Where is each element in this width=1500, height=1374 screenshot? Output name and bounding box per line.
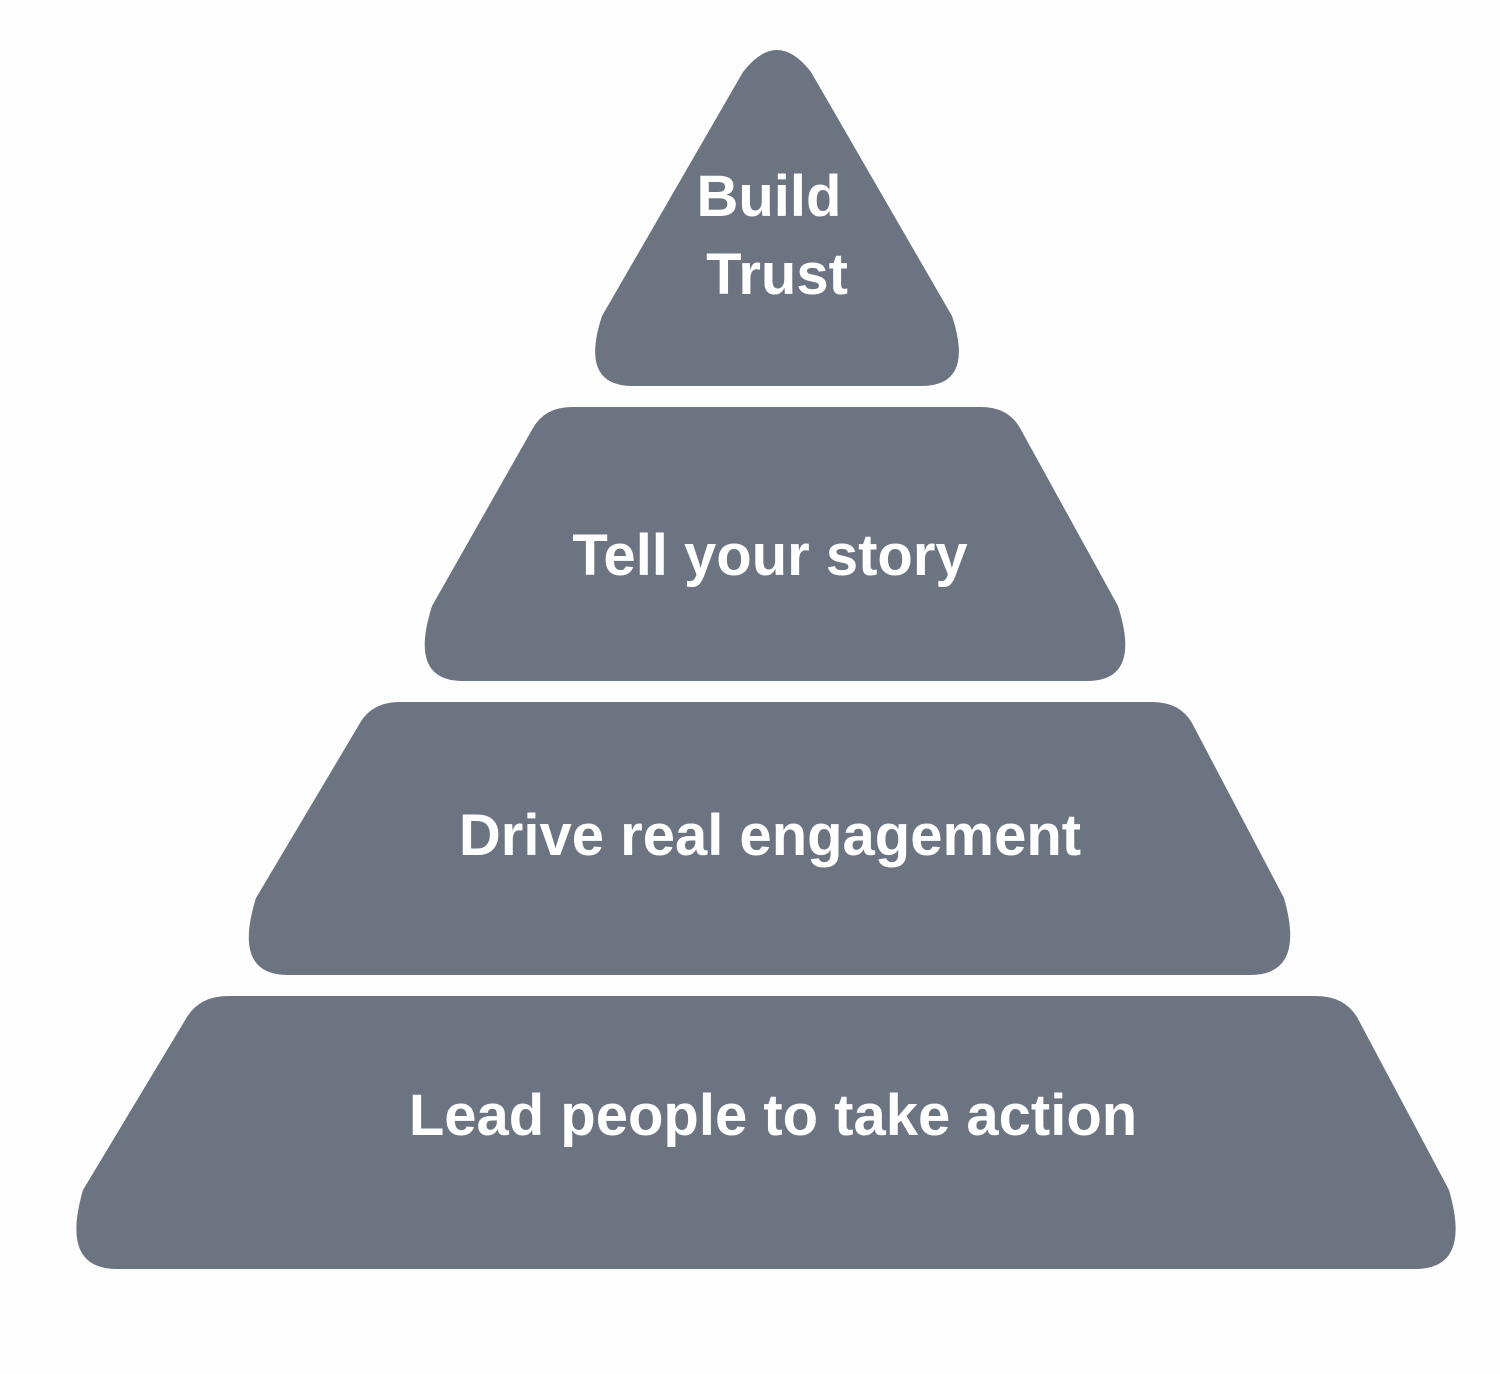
tier-4-label-line-1: Lead people to take action bbox=[409, 1083, 1137, 1148]
tier-1-label: Build Trust bbox=[696, 164, 857, 307]
tier-2-shape bbox=[424, 407, 1126, 681]
tier-2-label-line-1: Tell your story bbox=[572, 523, 967, 588]
tier-4-shape bbox=[76, 996, 1456, 1269]
tier-1-shape bbox=[595, 50, 959, 386]
tier-1-label-line-1: Build bbox=[696, 164, 841, 229]
tier-3-shape bbox=[248, 702, 1291, 975]
tier-3-label: Drive real engagement bbox=[459, 803, 1081, 868]
pyramid-tier-1: Build Trust bbox=[595, 50, 959, 386]
pyramid-tier-3: Drive real engagement bbox=[248, 702, 1291, 975]
tier-2-label: Tell your story bbox=[572, 523, 967, 588]
tier-1-label-line-2: Trust bbox=[706, 242, 848, 307]
tier-3-label-line-1: Drive real engagement bbox=[459, 803, 1081, 868]
pyramid-tier-2: Tell your story bbox=[424, 407, 1126, 681]
tier-4-label: Lead people to take action bbox=[409, 1083, 1137, 1148]
pyramid-tier-4: Lead people to take action bbox=[76, 996, 1456, 1269]
